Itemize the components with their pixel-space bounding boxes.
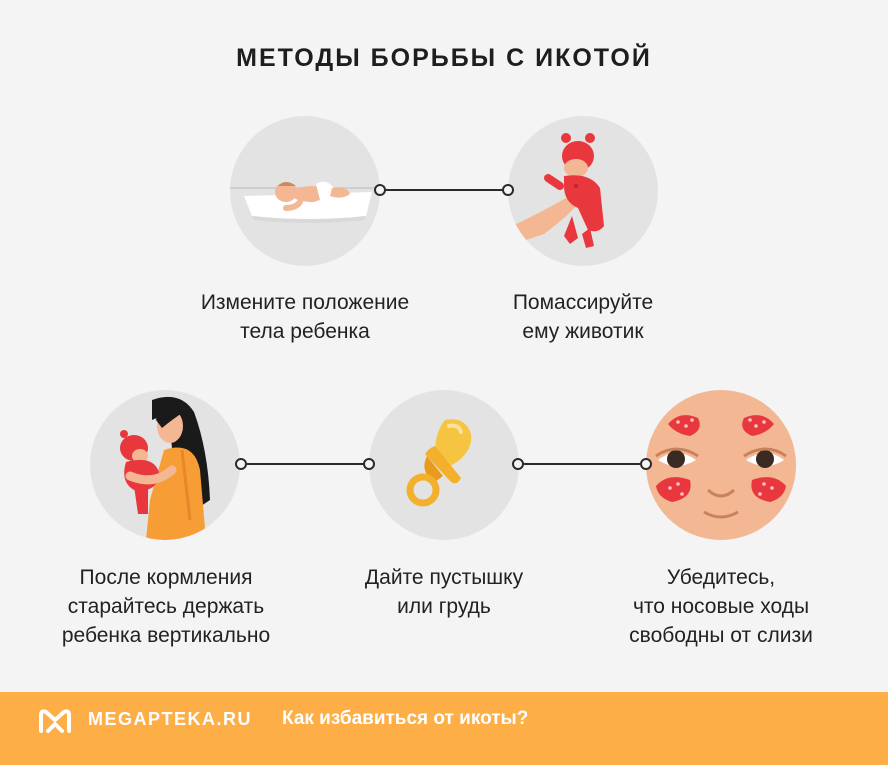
connector-dot: [363, 458, 375, 470]
baby-lying-icon: [230, 181, 380, 223]
method-2-illustration: [508, 116, 658, 266]
caption-line: свободны от слизи: [629, 624, 813, 647]
caption-line: ребенка вертикально: [61, 624, 271, 647]
method-3-caption: После кормления старайтесь держать ребен…: [25, 563, 307, 650]
caption-line: что носовые ходы: [632, 595, 810, 618]
caption-line: Измените положение: [200, 291, 410, 314]
brand-link[interactable]: MEGAPTEKA.RU: [88, 709, 253, 729]
connector-line-3: [524, 463, 640, 465]
method-2-caption: Помассируйте ему животик: [468, 288, 698, 346]
method-1-caption: Измените положение тела ребенка: [165, 288, 445, 346]
method-5-illustration: [646, 390, 796, 540]
caption-line: тела ребенка: [240, 320, 370, 343]
method-5-caption: Убедитесь, что носовые ходы свободны от …: [595, 563, 847, 650]
connector-line-1: [386, 189, 502, 191]
caption-line: Убедитесь,: [666, 566, 776, 589]
connector-dot: [640, 458, 652, 470]
page-title: МЕТОДЫ БОРЬБЫ С ИКОТОЙ: [236, 44, 652, 72]
caption-line: старайтесь держать: [67, 595, 265, 618]
method-4-illustration: [369, 390, 519, 540]
method-1-illustration: [230, 116, 380, 266]
method-4-caption: Дайте пустышку или грудь: [329, 563, 559, 621]
caption-line: Помассируйте: [512, 291, 654, 314]
mother-holding-baby-icon: [120, 396, 210, 540]
connector-dot: [374, 184, 386, 196]
connector-dot: [235, 458, 247, 470]
footer-bar: MEGAPTEKA.RU Как избавиться от икоты?: [0, 692, 888, 765]
footer-tagline: Как избавиться от икоты?: [282, 708, 529, 729]
connector-dot: [512, 458, 524, 470]
face-sinus-icon: [646, 390, 796, 540]
caption-line: ему животик: [522, 320, 644, 343]
connector-dot: [502, 184, 514, 196]
caption-line: или грудь: [397, 595, 491, 618]
megapteka-logo-icon[interactable]: [38, 707, 72, 735]
caption-line: Дайте пустышку: [364, 566, 524, 589]
connector-line-2: [247, 463, 363, 465]
method-3-illustration: [90, 390, 240, 540]
baby-massage-icon: [508, 133, 604, 248]
pacifier-icon: [406, 419, 472, 507]
caption-line: После кормления: [79, 566, 253, 589]
